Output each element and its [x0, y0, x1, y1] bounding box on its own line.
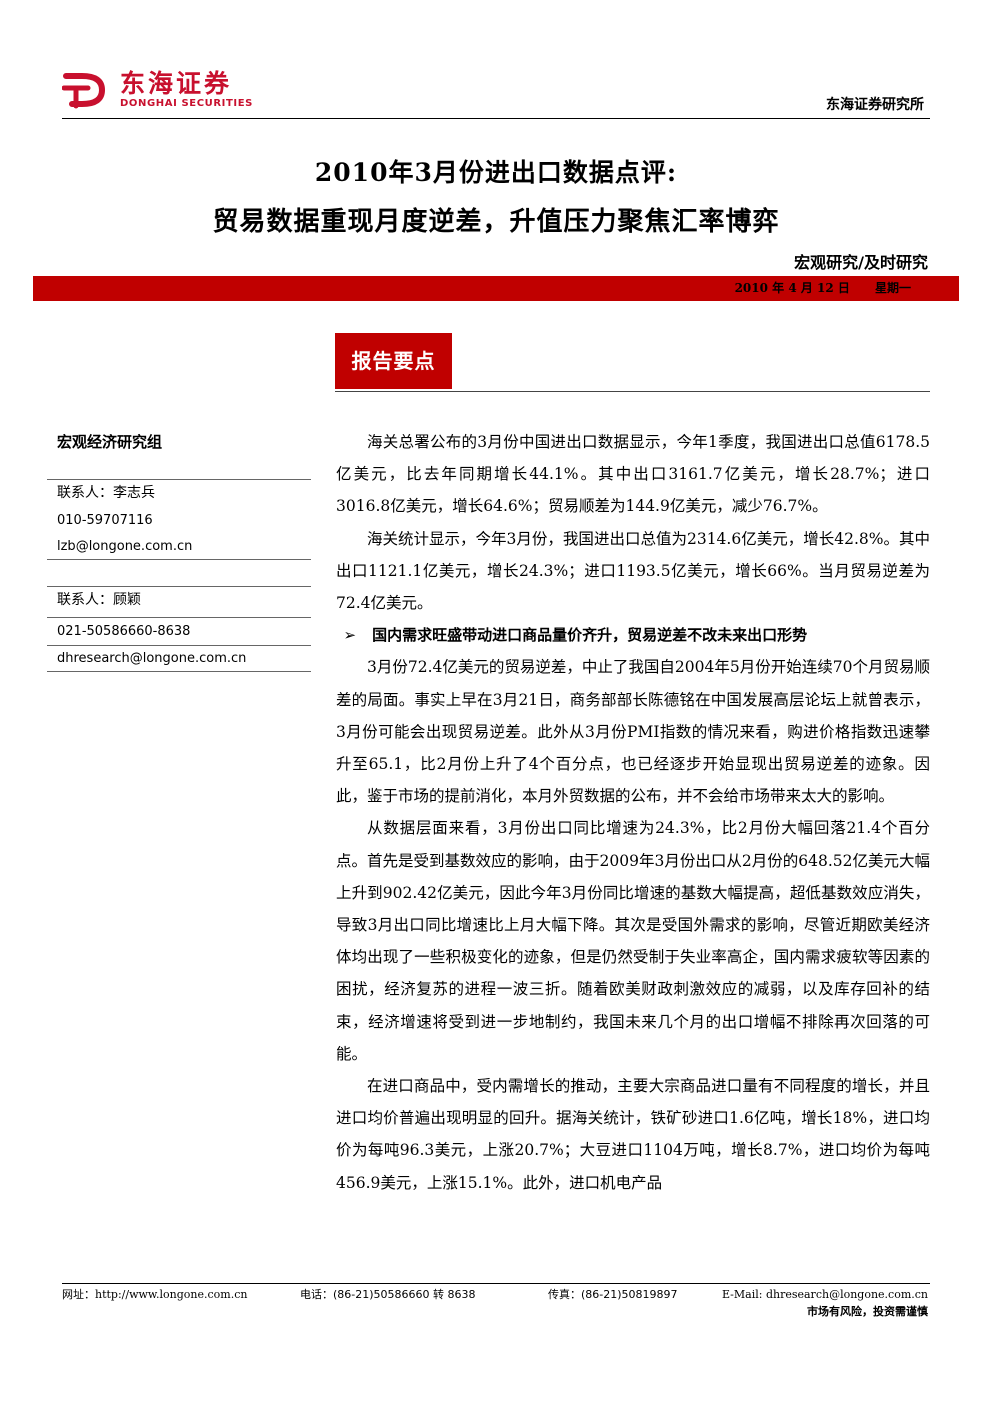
section-bullet: ➢ 国内需求旺盛带动进口商品量价齐升，贸易逆差不改未来出口形势 [336, 619, 930, 651]
sidebar-divider [47, 617, 311, 618]
summary-heading: 报告要点 [335, 333, 452, 389]
sidebar-divider [47, 671, 311, 672]
contact-name: 联系人：李志兵 [57, 485, 155, 501]
footer-email-label: E-Mail: [721, 1288, 766, 1301]
sidebar-divider [47, 559, 311, 560]
body-paragraph: 在进口商品中，受内需增长的推动，主要大宗商品进口量有不同程度的增长，并且进口均价… [336, 1077, 930, 1192]
report-date-line: 2010 年 4 月 12 日 星期一 [735, 280, 911, 297]
company-logo: 东海证券 DONGHAI SECURITIES [62, 68, 272, 112]
footer-fax-value: (86-21)50819897 [581, 1288, 678, 1301]
research-group-name: 宏观经济研究组 [57, 433, 163, 451]
contact-email: lzb@longone.com.cn [57, 539, 193, 554]
contact-phone: 010-59707116 [57, 513, 153, 528]
report-subtitle: 贸易数据重现月度逆差，升值压力聚焦汇率博弈 [212, 207, 780, 237]
report-date: 2010 年 4 月 12 日 [734, 281, 850, 295]
report-title: 2010年3月份进出口数据点评: [314, 158, 678, 187]
risk-disclaimer: 市场有风险，投资需谨慎 [807, 1305, 928, 1318]
sidebar-divider [47, 645, 311, 646]
email-link[interactable]: dhresearch@longone.com.cn [765, 1288, 928, 1301]
institute-name: 东海证券研究所 [826, 97, 924, 113]
footer-phone-value: (86-21)50586660 转 8638 [333, 1288, 476, 1301]
contact-email: dhresearch@longone.com.cn [57, 651, 247, 666]
footer-website-label: 网址： [62, 1288, 95, 1301]
section-bullet-text: 国内需求旺盛带动进口商品量价齐升，贸易逆差不改未来出口形势 [372, 626, 808, 645]
contact-name: 联系人：顾颖 [57, 592, 141, 608]
report-body: 海关总署公布的3月份中国进出口数据显示，今年1季度，我国进出口总值6178.5亿… [336, 426, 930, 1199]
footer-divider [62, 1283, 930, 1284]
date-bar: 2010 年 4 月 12 日 星期一 [33, 276, 959, 301]
footer-fax-label: 传真： [548, 1288, 581, 1301]
footer-phone-label: 电话： [300, 1288, 333, 1301]
contact-phone: 021-50586660-8638 [57, 624, 191, 639]
report-category: 宏观研究/及时研究 [794, 253, 928, 272]
logo-chinese-text: 东海证券 [120, 69, 233, 98]
donghai-logo-icon [62, 73, 106, 109]
footer-phone: 电话：(86-21)50586660 转 8638 [300, 1288, 476, 1302]
summary-divider [335, 391, 930, 392]
footer-website: 网址：http://www.longone.com.cn [62, 1288, 247, 1302]
body-paragraph: 海关总署公布的3月份中国进出口数据显示，今年1季度，我国进出口总值6178.5亿… [336, 433, 930, 516]
website-link[interactable]: http://www.longone.com.cn [95, 1288, 248, 1301]
logo-english-text: DONGHAI SECURITIES [120, 98, 253, 109]
footer-email: E-Mail: dhresearch@longone.com.cn [722, 1288, 928, 1302]
body-paragraph: 3月份72.4亿美元的贸易逆差，中止了我国自2004年5月份开始连续70个月贸易… [336, 658, 930, 806]
body-paragraph: 海关统计显示，今年3月份，我国进出口总值为2314.6亿美元，增长42.8%。其… [336, 529, 930, 613]
report-weekday: 星期一 [874, 281, 911, 295]
arrow-bullet-icon: ➢ [343, 626, 357, 645]
body-paragraph: 从数据层面来看，3月份出口同比增速为24.3%，比2月份大幅回落21.4个百分点… [336, 819, 930, 1063]
sidebar-divider [47, 479, 311, 480]
footer-fax: 传真：(86-21)50819897 [548, 1288, 678, 1302]
sidebar-divider [47, 586, 311, 587]
header-divider [62, 118, 930, 119]
